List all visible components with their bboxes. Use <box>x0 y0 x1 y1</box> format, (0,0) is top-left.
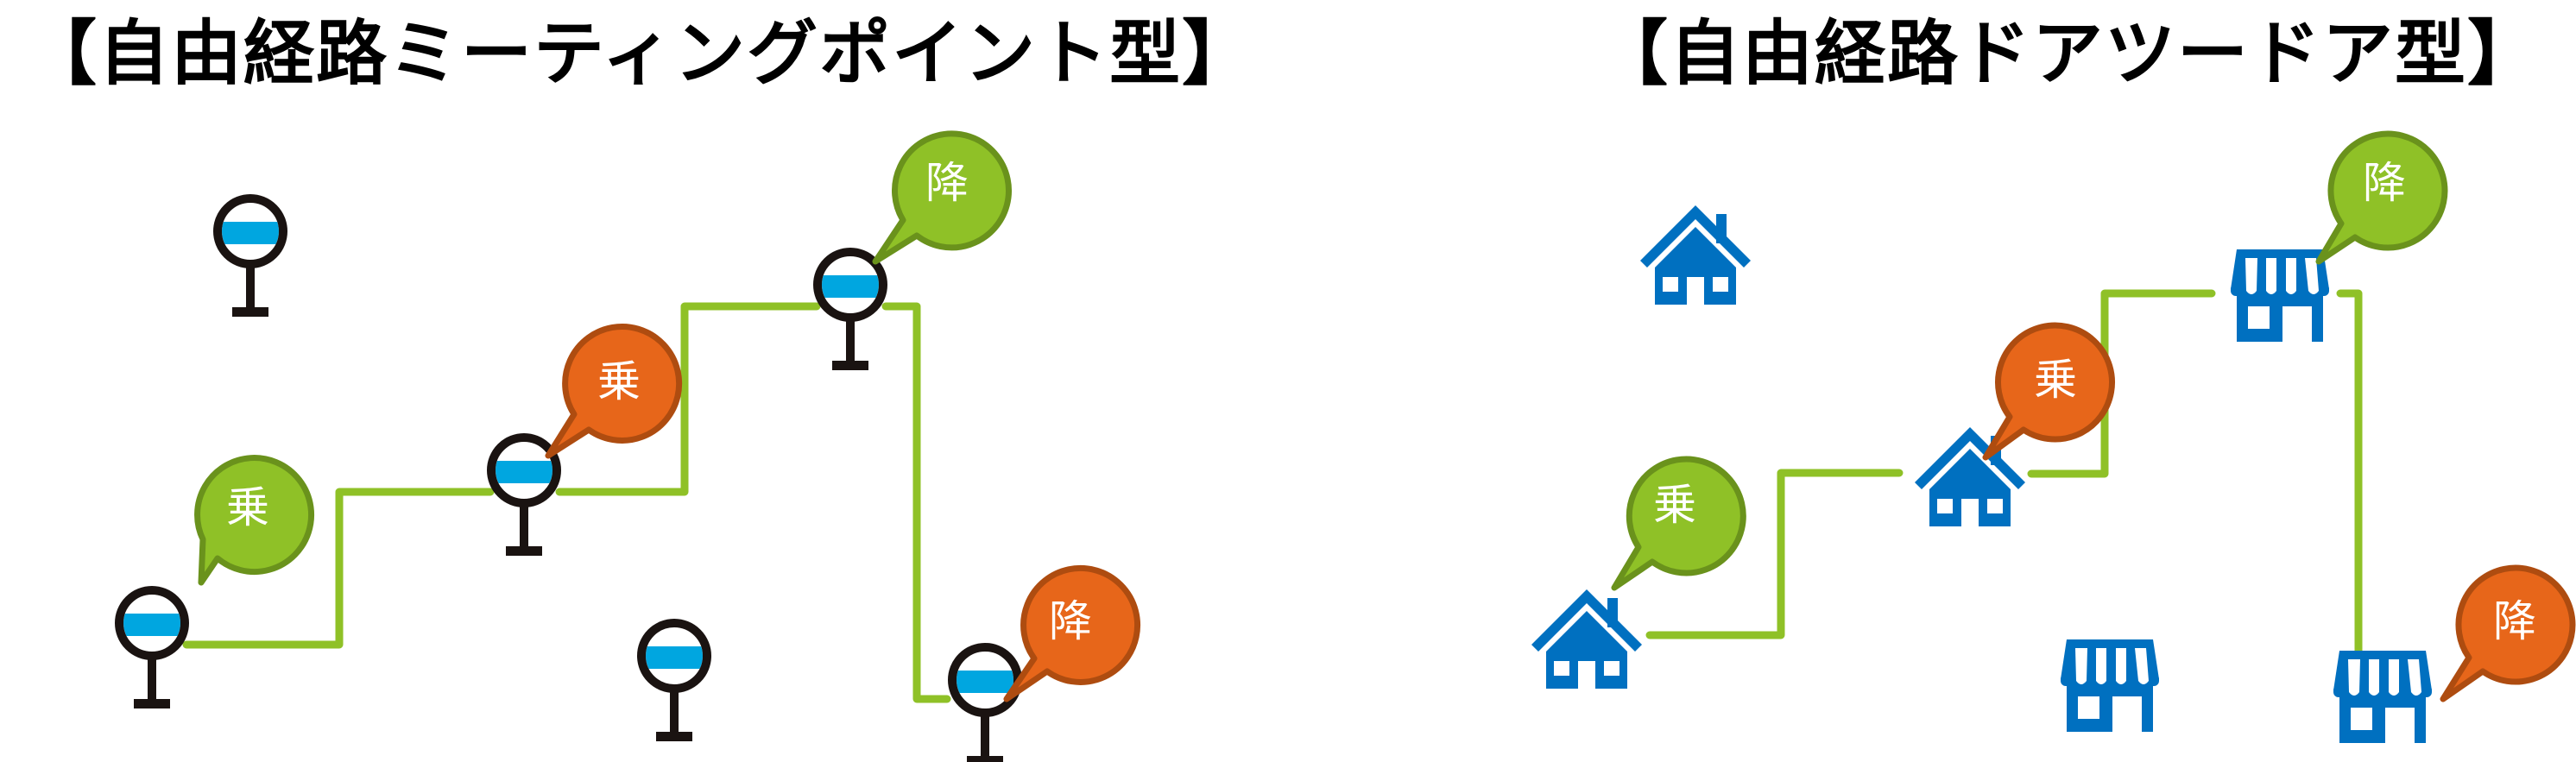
pickup-label: 乗 <box>1653 480 1696 530</box>
pickup-label: 乗 <box>597 356 641 406</box>
bus-stop-icon <box>119 590 185 708</box>
title-meeting-point: 【自由経路ミーティングポイント型】 <box>26 13 1255 95</box>
dropoff-bubble-green: 降 <box>2315 130 2448 265</box>
pickup-bubble-green: 乗 <box>194 455 314 586</box>
store-icon <box>2333 651 2432 743</box>
dropoff-label: 降 <box>2493 596 2536 646</box>
store-icon <box>2061 639 2159 732</box>
pickup-bubble-orange: 乗 <box>545 323 683 459</box>
pickup-bubble-green: 乗 <box>1611 456 1746 591</box>
bus-stop-icon <box>641 623 707 741</box>
house-icon <box>1531 589 1642 689</box>
pickup-label: 乗 <box>2034 355 2077 405</box>
dropoff-bubble-green: 降 <box>872 130 1012 265</box>
dropoff-bubble-orange: 降 <box>2440 564 2576 702</box>
pickup-label: 乗 <box>226 482 269 532</box>
title-door-to-door: 【自由経路ドアツードア型】 <box>1597 13 2541 95</box>
dropoff-label: 降 <box>925 158 969 208</box>
bus-stop-icon <box>218 198 283 317</box>
store-icon <box>2231 249 2329 342</box>
bus-stop-icon <box>818 252 883 370</box>
dropoff-label: 降 <box>1049 596 1092 646</box>
dropoff-label: 降 <box>2363 158 2406 208</box>
dropoff-bubble-orange: 降 <box>1003 564 1141 702</box>
bus-stop-icon <box>952 647 1018 762</box>
pickup-bubble-orange: 乗 <box>1982 322 2116 461</box>
left-route-line <box>182 302 951 703</box>
house-icon <box>1640 205 1751 305</box>
